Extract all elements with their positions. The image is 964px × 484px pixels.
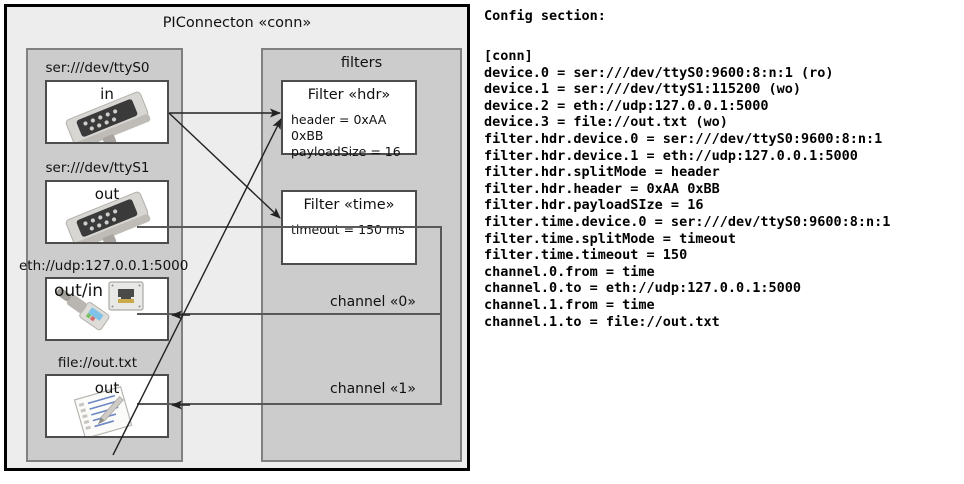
config-section: Config section: [conn] device.0 = ser://…	[481, 0, 964, 484]
page-title: PIConnecton «conn»	[162, 15, 312, 31]
device-direction-in: in	[100, 85, 114, 103]
device-box-file[interactable]: out	[45, 374, 169, 438]
filter-time-title: Filter «time»	[303, 197, 395, 213]
filter-hdr-title: Filter «hdr»	[307, 87, 391, 103]
device-direction-outin: out/in	[54, 281, 104, 301]
channel-1-label: channel «1»	[330, 381, 416, 397]
device-box-ttyS0[interactable]: in	[45, 80, 169, 144]
device-direction-out: out	[94, 185, 120, 203]
channel-1-path	[137, 313, 442, 405]
config-text: [conn] device.0 = ser:///dev/ttyS0:9600:…	[484, 48, 891, 330]
filter-time-attr-timeout: timeout = 150 ms	[291, 222, 405, 237]
device-label-ttyS0: ser:///dev/ttyS0	[45, 60, 150, 76]
filters-group-title: filters	[340, 55, 383, 71]
filter-box-hdr[interactable]: Filter «hdr» header = 0xAA 0xBB payloadS…	[281, 80, 417, 159]
device-direction-out-file: out	[94, 379, 120, 397]
filter-hdr-attr-header: header = 0xAA 0xBB	[291, 112, 387, 143]
filter-hdr-attr-payloadsize: payloadSize = 16	[291, 144, 401, 159]
config-heading: Config section:	[484, 8, 606, 24]
filter-hdr-attrs: header = 0xAA 0xBB payloadSize = 16	[291, 112, 415, 160]
connection-diagram: PIConnecton «conn» filters ser:///dev/tt…	[0, 0, 478, 484]
filter-time-attrs: timeout = 150 ms	[291, 222, 405, 238]
device-label-ttyS1: ser:///dev/ttyS1	[45, 160, 150, 176]
channel-0-label: channel «0»	[330, 294, 416, 310]
